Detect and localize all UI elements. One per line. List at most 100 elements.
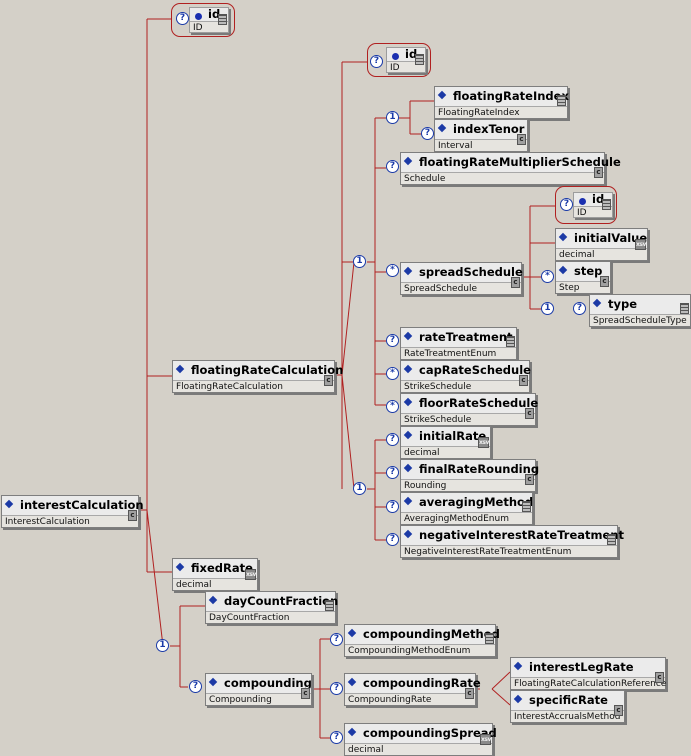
node-type: SpreadSchedule — [404, 284, 478, 294]
node-name: floatingRateIndex — [435, 87, 569, 107]
complex-type-expand-icon[interactable]: c — [525, 474, 534, 485]
node-type: NegativeInterestRateTreatmentEnum — [404, 547, 572, 557]
complex-type-expand-icon[interactable]: c — [594, 167, 603, 178]
node-type: Rounding — [404, 481, 447, 491]
node-type: FloatingRateIndex — [438, 108, 520, 118]
node-name: capRateSchedule — [401, 361, 531, 381]
node-type: InterestAccrualsMethod — [514, 712, 621, 722]
node-name-text: compoundingMethod — [363, 627, 500, 641]
simple-type-icon — [218, 14, 227, 25]
element-diamond-icon — [558, 232, 568, 242]
element-diamond-icon — [403, 463, 413, 473]
node-name-text: initialValue — [574, 231, 648, 245]
complex-type-expand-icon[interactable]: c — [525, 408, 534, 419]
node-name: compoundingSpread — [345, 724, 497, 744]
optional-badge-icon: ? — [386, 466, 399, 479]
complex-type-expand-icon[interactable]: c — [511, 277, 520, 288]
connector-line — [146, 509, 164, 647]
complex-type-expand-icon[interactable]: c — [600, 276, 609, 287]
node-type: ID — [577, 208, 587, 218]
complex-type-expand-icon[interactable]: c — [517, 134, 526, 145]
complex-type-expand-icon[interactable]: c — [324, 375, 333, 386]
attribute-dot-icon — [392, 53, 399, 60]
element-diamond-icon — [347, 727, 357, 737]
element-diamond-icon — [175, 562, 185, 572]
node-name-text: averagingMethod — [419, 495, 534, 509]
simple-type-icon — [415, 54, 424, 65]
optional-badge-icon: ? — [386, 334, 399, 347]
node-type: FloatingRateCalculation — [176, 382, 283, 392]
node-type: AveragingMethodEnum — [404, 514, 509, 524]
node-name-text: id — [592, 192, 605, 206]
node-name-text: floatingRateMultiplierSchedule — [419, 155, 621, 169]
node-name: interestLegRate — [511, 658, 665, 678]
node-name: initialRate — [401, 427, 490, 447]
optional-badge-icon: ? — [386, 500, 399, 513]
element-diamond-icon — [403, 364, 413, 374]
choice-badge-icon: 1 — [353, 482, 366, 495]
node-name: spreadSchedule — [401, 263, 523, 283]
complex-type-expand-icon[interactable]: c — [301, 688, 310, 699]
complex-type-expand-icon[interactable]: c — [614, 705, 623, 716]
complex-type-expand-icon[interactable]: c — [465, 688, 474, 699]
complex-type-expand-icon[interactable]: c — [655, 672, 664, 683]
node-name-text: dayCountFraction — [224, 594, 339, 608]
xsd-type-icon: xsv — [478, 437, 489, 448]
simple-content-icon — [557, 95, 566, 106]
node-name: indexTenor — [435, 120, 527, 140]
complex-type-expand-icon[interactable]: c — [128, 510, 137, 521]
simple-content-icon — [680, 303, 689, 314]
node-name: interestCalculation — [2, 496, 144, 516]
node-name-text: id — [208, 7, 221, 21]
node-name: floorRateSchedule — [401, 394, 539, 414]
node-type: ID — [193, 23, 203, 33]
node-type: SpreadScheduleType — [593, 316, 687, 326]
node-name-text: id — [405, 47, 418, 61]
node-name-text: compoundingSpread — [363, 726, 497, 740]
node-type: decimal — [559, 250, 595, 260]
optional-badge-icon: ? — [370, 55, 383, 68]
node-name-text: fixedRate — [191, 561, 253, 575]
node-name-text: floorRateSchedule — [419, 396, 539, 410]
node-name: averagingMethod — [401, 493, 534, 513]
element-diamond-icon — [592, 298, 602, 308]
node-name-text: floatingRateIndex — [453, 89, 569, 103]
simple-content-icon — [506, 336, 515, 347]
optional-badge-icon: ? — [560, 198, 573, 211]
optional-badge-icon: ? — [573, 302, 586, 315]
node-type: CompoundingMethodEnum — [348, 646, 471, 656]
node-name-text: compounding — [224, 676, 312, 690]
choice-badge-icon: 1 — [541, 302, 554, 315]
node-type: InterestCalculation — [5, 517, 90, 527]
complex-type-expand-icon[interactable]: c — [519, 375, 528, 386]
repeat-badge-icon: * — [386, 400, 399, 413]
